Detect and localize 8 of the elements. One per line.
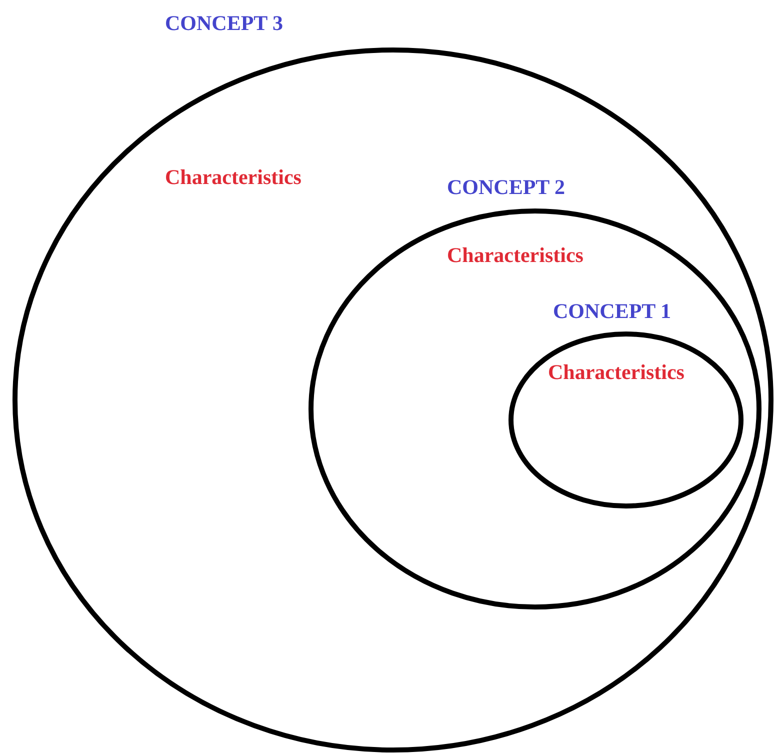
- concept-title: CONCEPT 2: [447, 176, 566, 200]
- characteristics-label: Characteristics: [165, 166, 302, 190]
- characteristics-label: Characteristics: [548, 361, 684, 384]
- concept-ellipse: [310, 178, 762, 610]
- characteristics-label: Characteristics: [447, 244, 584, 268]
- concept-ellipse: [14, 15, 774, 753]
- concept-title: CONCEPT 3: [165, 12, 284, 36]
- concept-title: CONCEPT 1: [553, 300, 672, 324]
